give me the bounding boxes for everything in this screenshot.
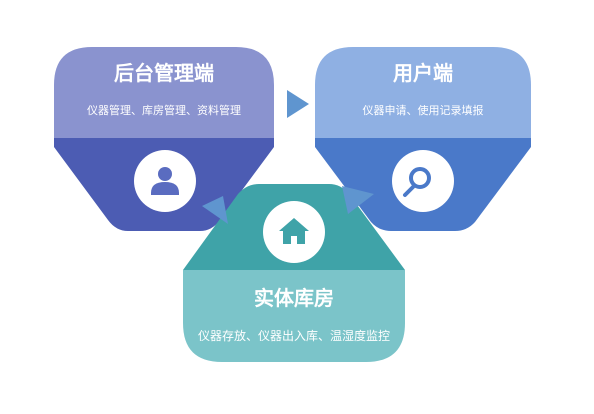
user-icon-circle: [392, 150, 454, 212]
arrow-down-left-icon: [342, 186, 374, 214]
user-node-title: 用户端: [393, 61, 453, 85]
search-icon: [403, 167, 431, 197]
arrow-right-icon: [287, 90, 309, 118]
warehouse-node-description: 仪器存放、仪器出入库、温湿度监控: [197, 329, 391, 343]
user-node-description: 仪器申请、使用记录填报: [362, 104, 484, 117]
admin-node-title: 后台管理端: [114, 61, 214, 85]
warehouse-node-bottom-panel: [183, 270, 405, 362]
warehouse-node-title: 实体库房: [254, 286, 334, 310]
arrow-up-left-icon: [202, 196, 228, 224]
user-icon: [151, 167, 179, 195]
home-icon: [279, 218, 309, 244]
user-node-top-panel: [315, 47, 531, 138]
connectors: [202, 90, 374, 224]
user-node: [315, 47, 531, 231]
admin-node-top-panel: [54, 47, 274, 138]
admin-node-description: 仪器管理、库房管理、资料管理: [87, 104, 241, 117]
